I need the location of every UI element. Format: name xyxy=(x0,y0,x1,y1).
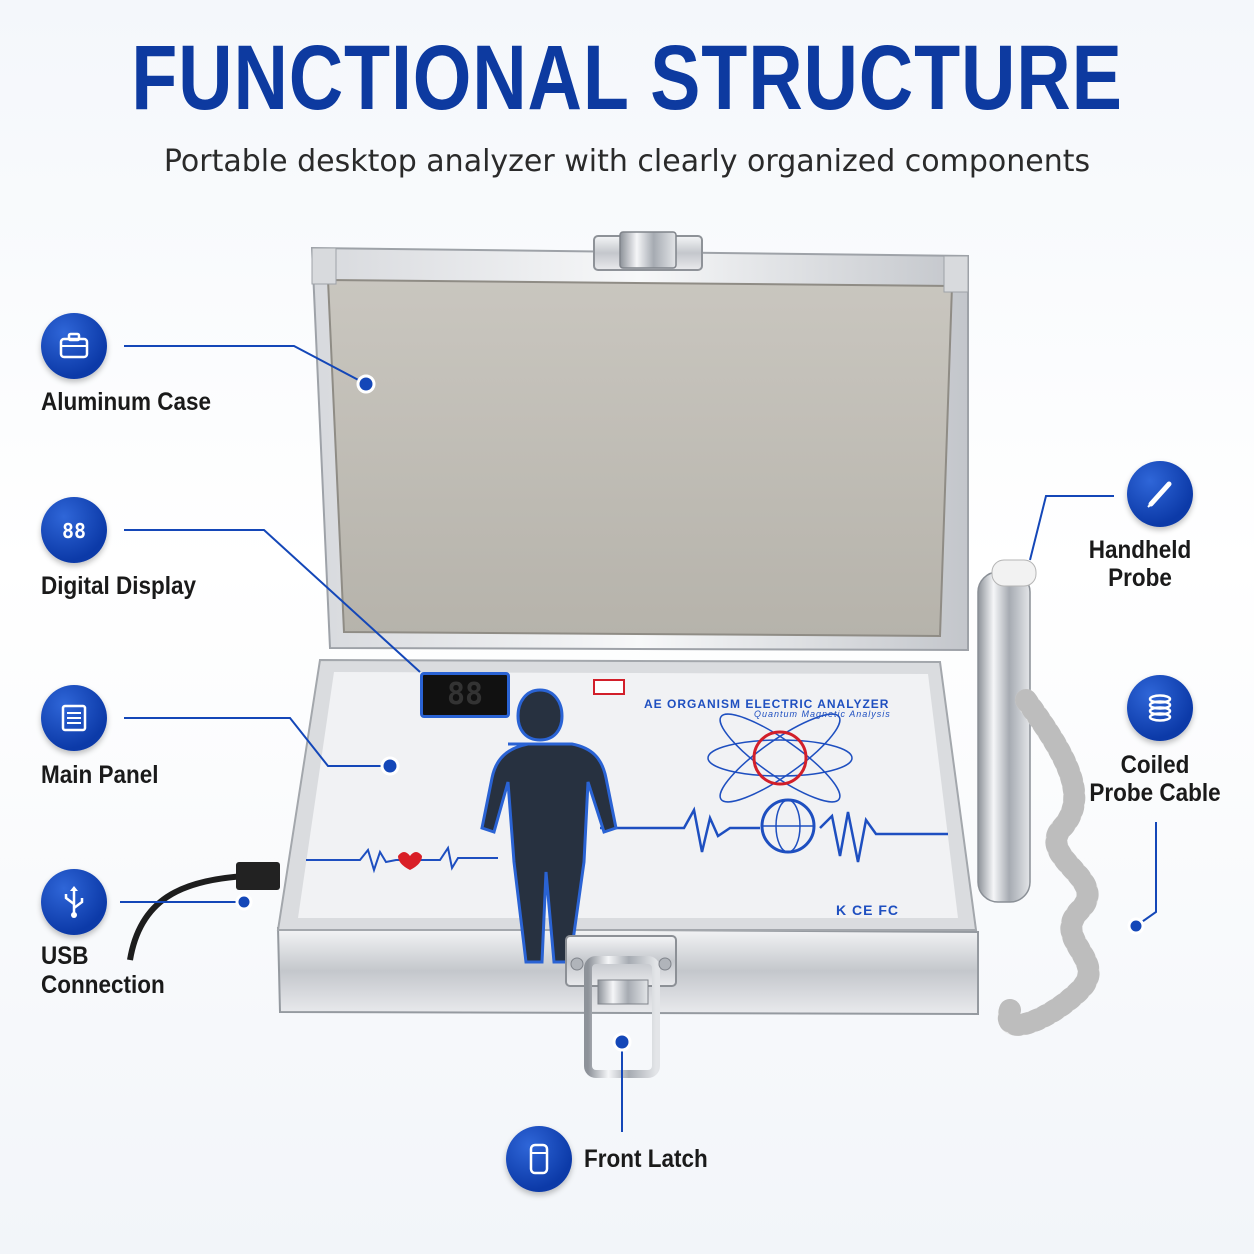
device-brand: AE ORGANISM ELECTRIC ANALYZER xyxy=(644,697,890,711)
handheld-probe-part xyxy=(977,559,1100,1036)
briefcase-icon xyxy=(41,313,107,379)
usb-label-line1: USB xyxy=(41,942,89,970)
front-latch-label: Front Latch xyxy=(584,1145,708,1173)
panel-icon xyxy=(41,685,107,751)
coiled-cable-label-line1: Coiled xyxy=(1120,751,1190,779)
digits-icon: 88 xyxy=(41,497,107,563)
handheld-probe-label-line1: Handheld xyxy=(1088,536,1192,564)
page-title: FUNCTIONAL STRUCTURE xyxy=(131,27,1123,129)
usb-icon xyxy=(41,869,107,935)
coiled-cable-label-line2: Probe Cable xyxy=(1089,779,1221,807)
aluminum-case-label: Aluminum Case xyxy=(41,388,212,416)
svg-text:88: 88 xyxy=(62,519,86,543)
latch-icon xyxy=(506,1126,572,1192)
body-figure xyxy=(480,688,618,964)
page-subtitle: Portable desktop analyzer with clearly o… xyxy=(163,144,1091,179)
device-brand-subtitle: Quantum Magnetic Analysis xyxy=(754,709,891,719)
case-lid xyxy=(310,231,969,652)
main-panel-label: Main Panel xyxy=(41,761,159,789)
certification-marks: K CE FC xyxy=(836,902,899,918)
usb-label-line2: Connection xyxy=(41,971,165,999)
case-base xyxy=(276,658,979,1016)
coil-icon xyxy=(1127,675,1193,741)
seven-segment-display: 88 xyxy=(420,672,510,718)
handheld-probe-label-line2: Probe xyxy=(1108,564,1172,592)
probe-icon xyxy=(1127,461,1193,527)
digital-display-label: Digital Display xyxy=(41,572,197,600)
